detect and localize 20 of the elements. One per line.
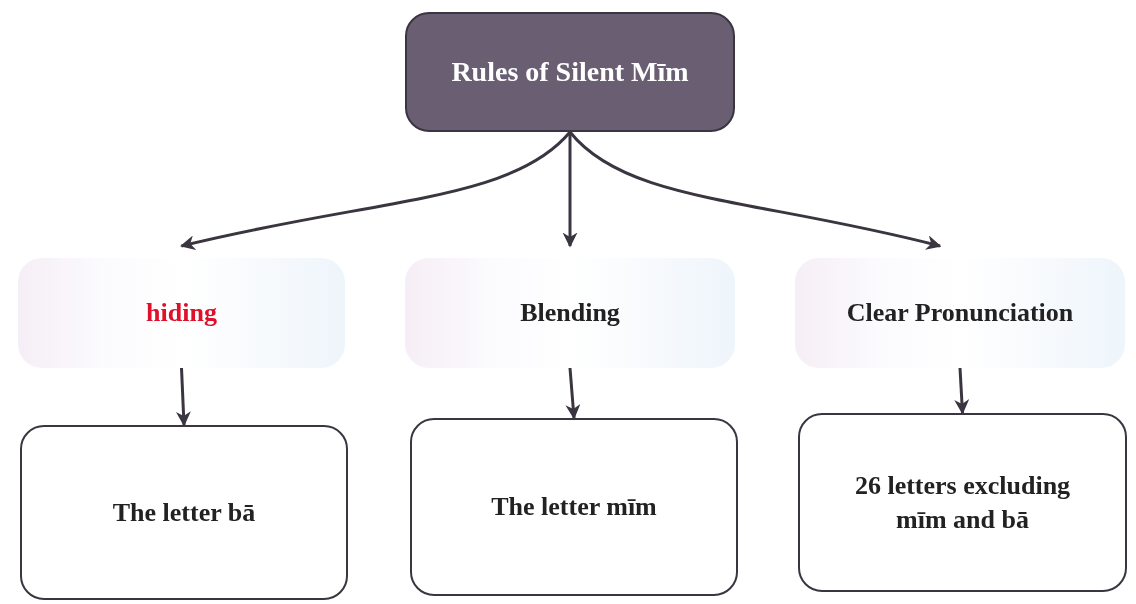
result-box [410,418,738,596]
title-box [405,12,735,132]
category-box [405,258,735,368]
result-box [20,425,348,600]
arrow [180,130,572,251]
node-label: The letter mīm [490,491,658,524]
arrow [562,132,578,248]
arrow [568,130,942,251]
node-label: The letter bā [111,496,257,529]
node-label: Clear Pronunciation [846,297,1074,330]
category-box [795,258,1125,368]
node-label: 26 letters excluding mīm and bā [853,469,1072,536]
node-label: hiding [146,297,217,330]
arrow [175,367,191,427]
arrow [954,367,970,415]
category-box [18,258,345,368]
arrow [565,367,581,420]
result-box [798,413,1127,592]
node-label: Blending [520,297,620,330]
node-label: Rules of Silent Mīm [451,54,689,89]
